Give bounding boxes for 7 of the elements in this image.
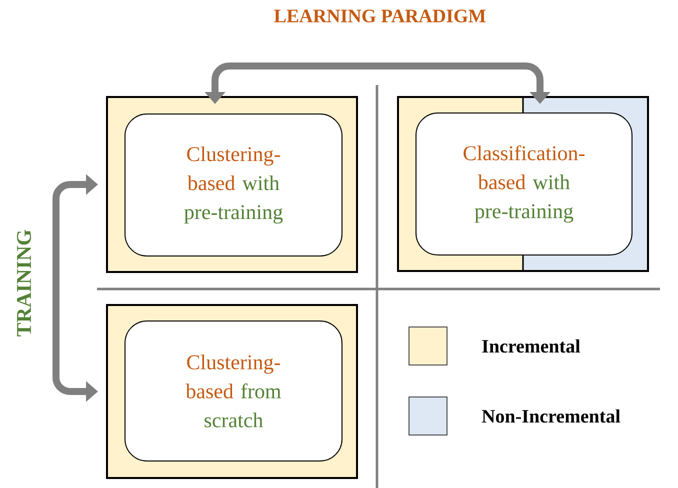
axis-label: TRAINING bbox=[16, 230, 32, 336]
title: LEARNING PARADIGM bbox=[274, 10, 486, 22]
method-box: Clustering-based from scratch bbox=[124, 320, 342, 462]
method-box: Classification-based with pre-training bbox=[416, 112, 632, 256]
legend-text: Incremental bbox=[482, 339, 580, 353]
method-box: Clustering-based with pre-training bbox=[124, 114, 342, 256]
legend-text: Non-Incremental bbox=[482, 409, 620, 423]
